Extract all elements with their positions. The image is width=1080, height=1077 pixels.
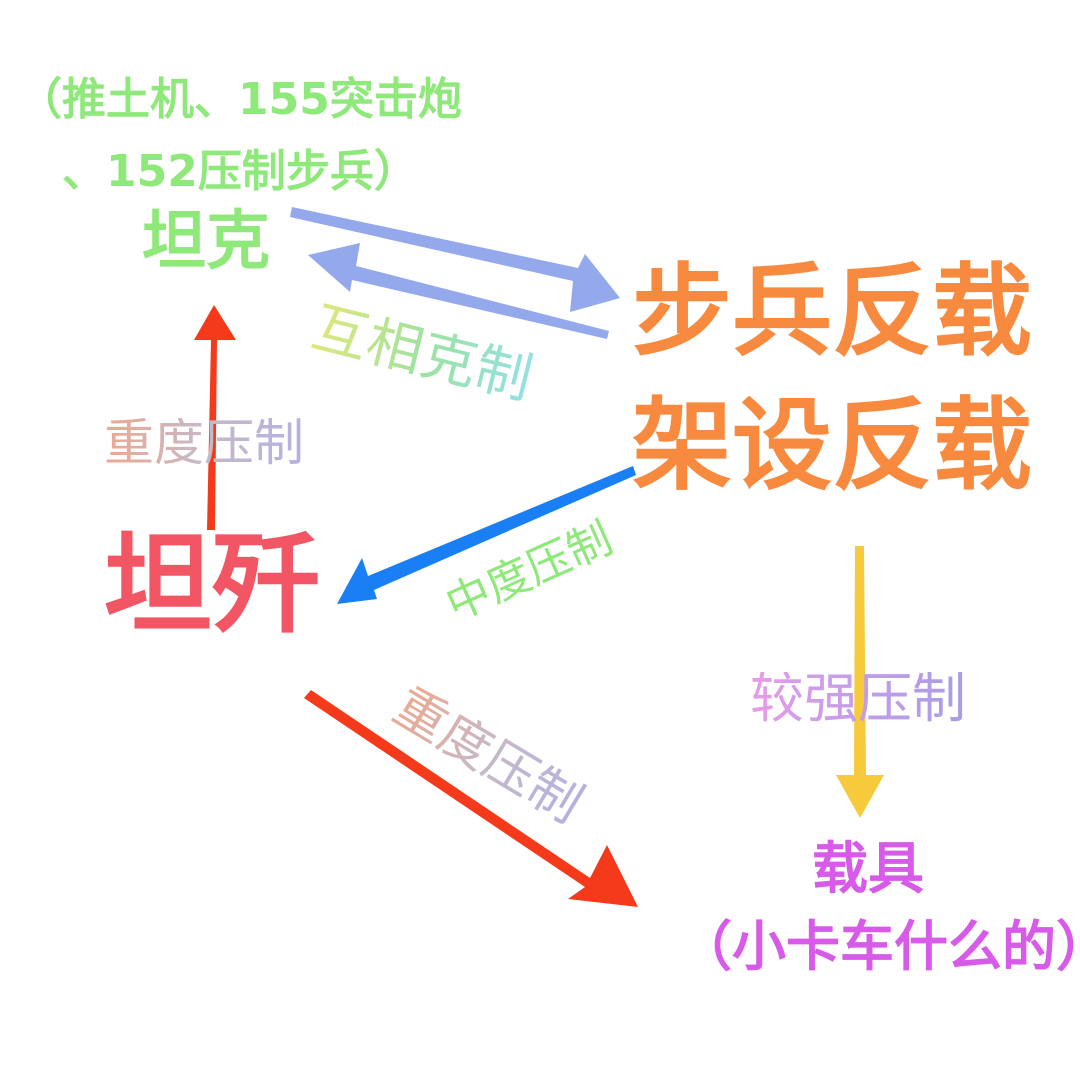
tank-note-line1: （推土机、155突击炮 <box>18 74 462 125</box>
node-tank: 坦克 <box>142 205 270 279</box>
node-vehicle: 载具 <box>812 837 924 902</box>
node-infantry-line1: 步兵反载 <box>632 253 1032 370</box>
arrow-infantry-to-tank <box>308 243 609 339</box>
node-infantry-line2: 架设反载 <box>632 387 1032 504</box>
tank-note-line2: 、152压制步兵） <box>62 146 418 197</box>
node-tank-destroyer: 坦歼 <box>104 523 321 648</box>
arrow-infantry-to-td <box>337 466 636 604</box>
arrow-tank-to-infantry <box>290 207 620 312</box>
node-vehicle-note: （小卡车什么的） <box>678 915 1080 978</box>
edge-label-td-to-tank: 重度压制 <box>104 414 304 472</box>
arrow-td-to-tank <box>194 305 236 530</box>
arrow-td-to-vehicle <box>304 690 638 907</box>
edge-label-infantry-to-vehicle: 较强压制 <box>750 667 966 730</box>
arrow-infantry-to-vehicle <box>836 546 884 818</box>
